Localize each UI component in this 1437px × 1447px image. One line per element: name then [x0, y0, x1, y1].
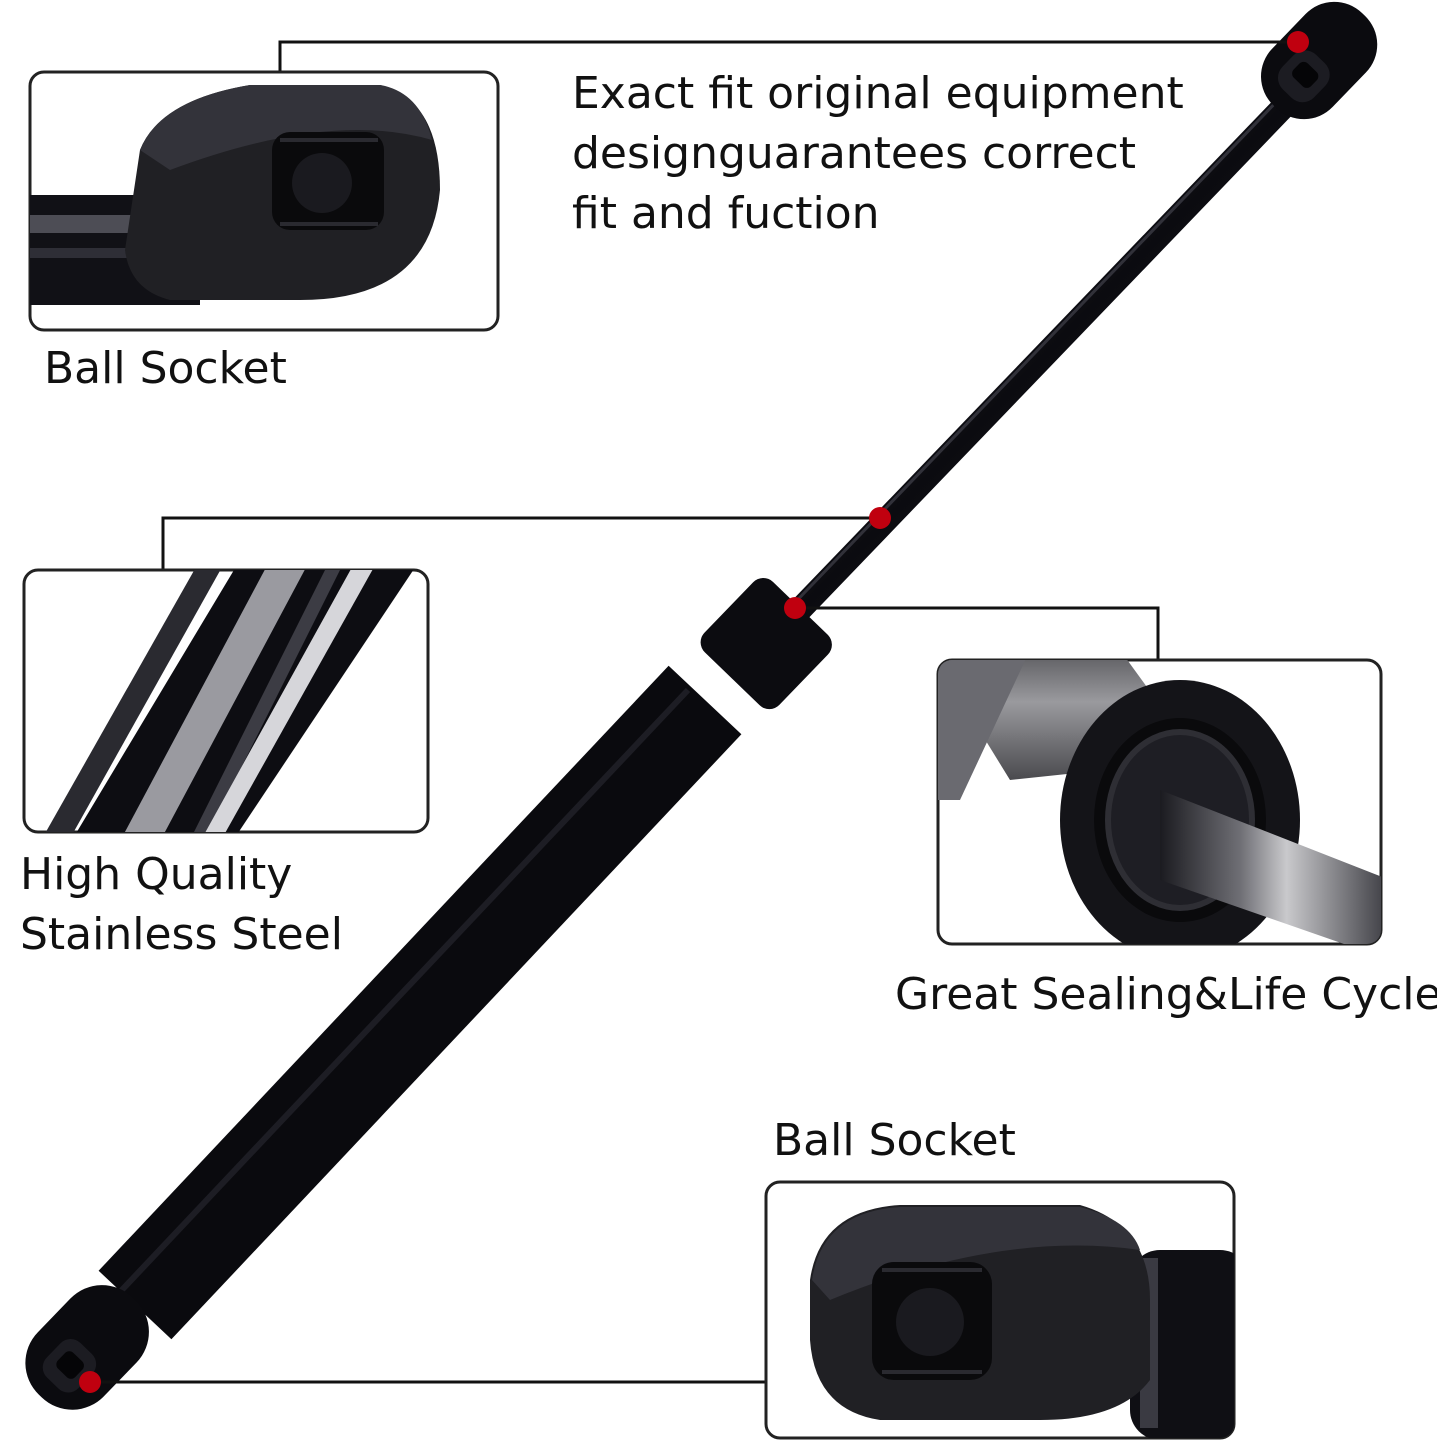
cylinder-body	[98, 665, 742, 1340]
marker-seal	[784, 597, 806, 619]
headline: Exact fit original equipment designguara…	[572, 64, 1184, 244]
marker-top-socket	[1287, 31, 1309, 53]
caption-bottom-ball-socket: Ball Socket	[773, 1115, 1016, 1166]
marker-bottom-socket	[79, 1371, 101, 1393]
leader-line-seal	[795, 606, 1160, 660]
caption-seal: Great Sealing&Life Cycle	[895, 969, 1437, 1020]
callout-seal	[936, 658, 1383, 946]
headline-line-1: Exact fit original equipment	[572, 68, 1184, 119]
headline-line-2: designguarantees correct	[572, 128, 1137, 179]
piston-rod	[778, 88, 1302, 632]
leader-lines	[90, 40, 1298, 1384]
leader-line-rod	[161, 516, 880, 570]
headline-line-3: fit and fuction	[572, 188, 880, 239]
top-end-fitting	[1261, 1, 1378, 120]
seal-shaft	[1160, 790, 1381, 944]
callout-rod-closeup	[22, 568, 430, 834]
leader-line-top	[278, 40, 1298, 72]
caption-rod-line-1: High Quality	[20, 849, 293, 900]
caption-top-ball-socket: Ball Socket	[44, 343, 287, 394]
marker-rod	[869, 507, 891, 529]
callout-top-ball-socket	[28, 70, 500, 332]
markers	[79, 31, 1309, 1393]
callout-bottom-ball-socket	[764, 1180, 1236, 1440]
caption-rod-line-2: Stainless Steel	[20, 909, 343, 960]
